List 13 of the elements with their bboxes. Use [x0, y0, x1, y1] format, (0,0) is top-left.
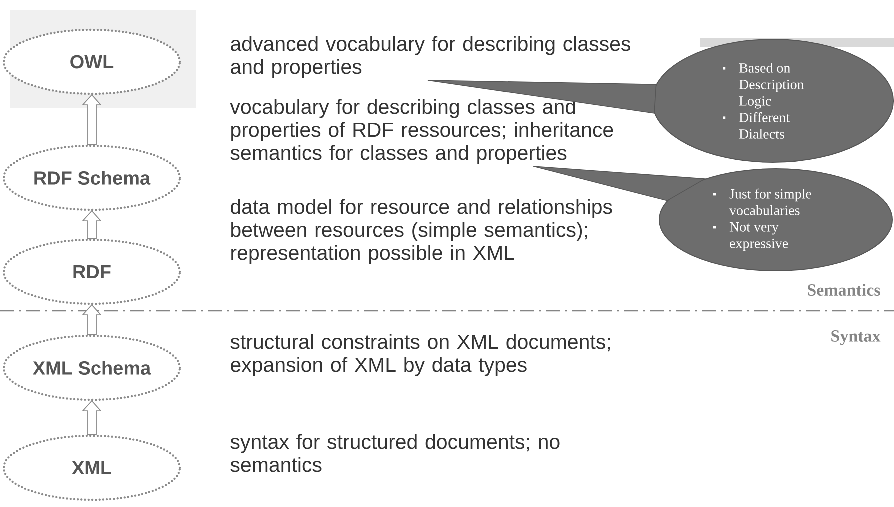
description-text: structural constraints on XML documents; expansion of XML by data types	[230, 334, 610, 376]
callout-bubble: Based on Description Logic Different Dialects	[652, 39, 894, 163]
section-label: Syntax	[832, 330, 881, 346]
hollow-arrow	[82, 304, 102, 336]
callout-bubble: Just for simple vocabularies Not very expressive	[659, 168, 893, 272]
description-text: advanced vocabulary for describing classes and properties	[231, 36, 630, 78]
hollow-arrow	[82, 210, 102, 240]
description-text: data model for resource and relationships between resources (simple semantics); representation possible in XML	[231, 199, 612, 264]
callout-tail	[428, 80, 657, 114]
description-text: syntax for structured documents; no semantics	[230, 434, 560, 472]
hollow-arrow	[82, 400, 102, 436]
hollow-arrow	[82, 94, 102, 146]
description-text: vocabulary for describing classes and properties of RDF ressources; inheritance semantics for classes and properties	[230, 99, 614, 164]
